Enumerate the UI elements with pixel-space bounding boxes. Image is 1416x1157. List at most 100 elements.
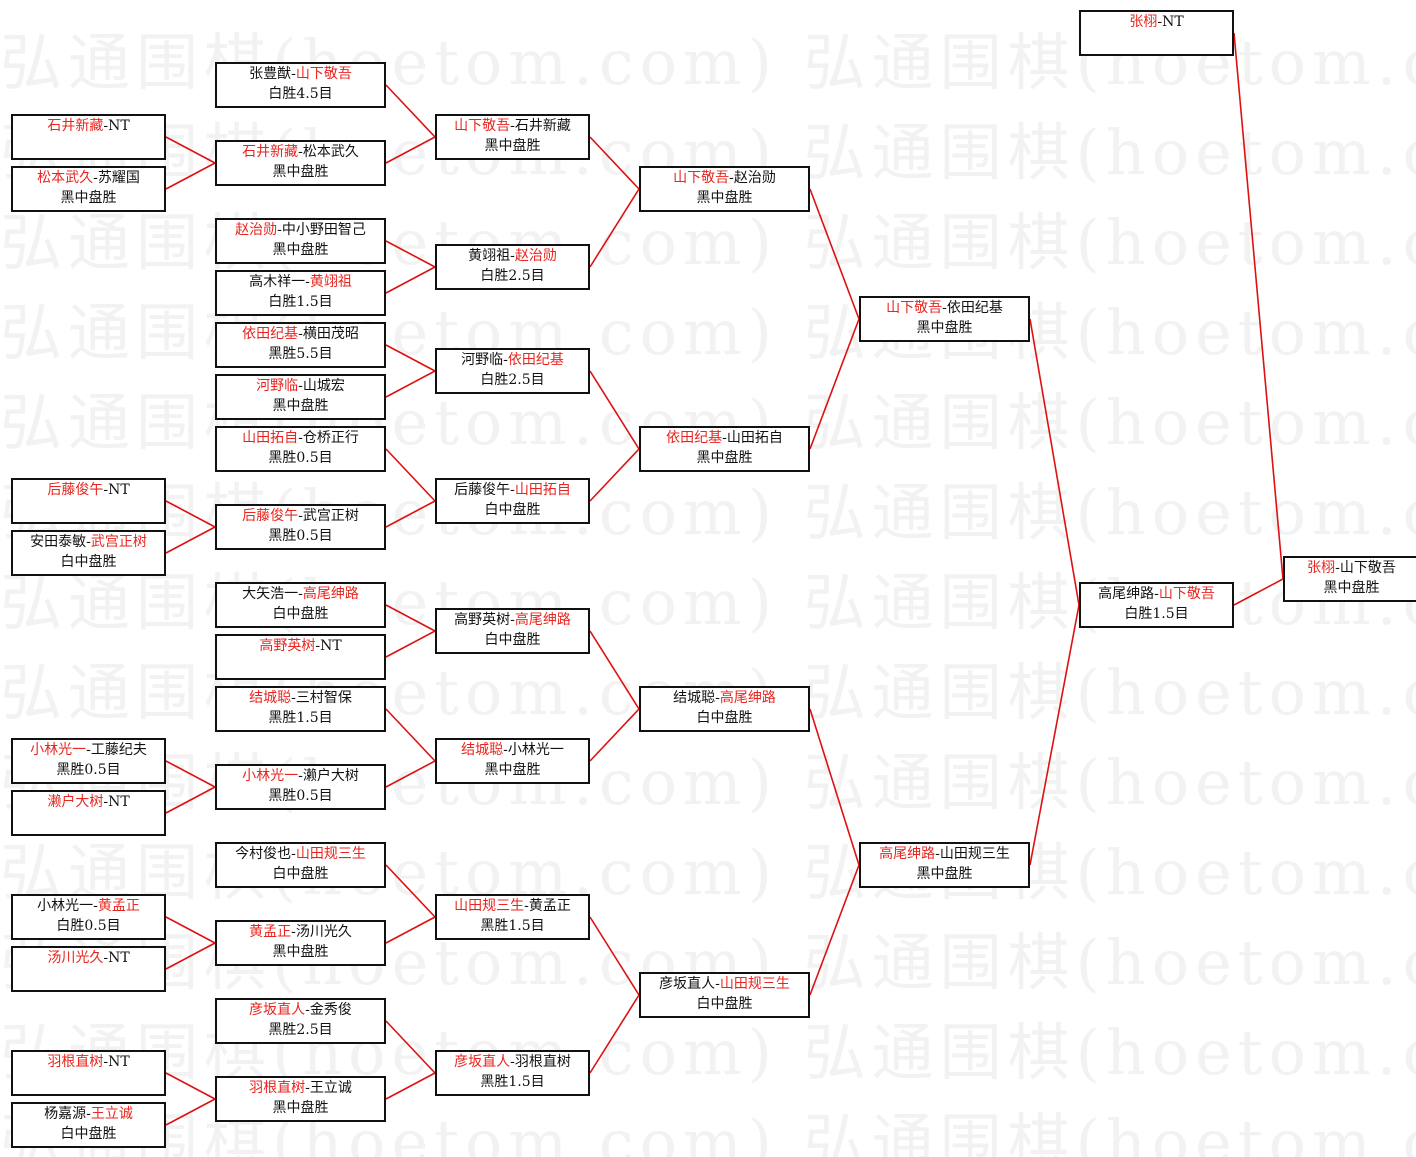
separator: - <box>103 1054 109 1070</box>
player-b: 仓桥正行 <box>302 430 359 446</box>
separator: - <box>715 690 720 706</box>
player-b: 山城宏 <box>302 378 345 394</box>
separator: - <box>1154 586 1159 602</box>
connector-r4a-r5a <box>809 188 860 320</box>
separator: - <box>103 482 109 498</box>
player-b: 小林光一 <box>507 742 564 758</box>
connector-r2n-r3g <box>385 916 436 944</box>
match-box-r2i: 大矢浩一-高尾绅路白中盘胜 <box>215 582 386 628</box>
player-b: 汤川光久 <box>295 924 352 940</box>
match-players: 大矢浩一-高尾绅路 <box>217 584 384 604</box>
separator: - <box>715 976 720 992</box>
player-a: 高尾绅路 <box>1098 586 1155 602</box>
player-a: 高野英树 <box>259 638 316 654</box>
match-result: 黑中盘胜 <box>272 944 329 960</box>
match-box-r2c: 赵治勋-中小野田智己黑中盘胜 <box>215 218 386 264</box>
match-box-r3f: 结城聪-小林光一黑中盘胜 <box>435 738 590 784</box>
player-a: 张栩 <box>1307 560 1336 576</box>
connector-r5a-r6a <box>1029 318 1080 606</box>
player-b: 松本武久 <box>302 144 359 160</box>
connector-r5b-r6a <box>1029 604 1080 866</box>
player-b: 山田规三生 <box>295 846 366 862</box>
match-players: 羽根直树-NT <box>13 1052 164 1072</box>
separator: - <box>277 222 282 238</box>
player-a: 彦坂直人 <box>454 1054 511 1070</box>
separator: - <box>291 66 296 82</box>
separator: - <box>298 326 303 342</box>
match-result: 白中盘胜 <box>696 996 753 1012</box>
player-b: 山田拓自 <box>726 430 783 446</box>
match-result: 黑胜1.5目 <box>268 710 333 726</box>
match-result: 黑中盘胜 <box>696 450 753 466</box>
match-players: 结城聪-小林光一 <box>437 740 588 760</box>
player-b: 武宫正树 <box>302 508 359 524</box>
match-result <box>217 656 384 676</box>
connector-r6b-r7a <box>1233 32 1284 580</box>
match-result: 白中盘胜 <box>484 632 541 648</box>
connector-r2h-r3d <box>385 500 436 528</box>
match-players: 黄孟正-汤川光久 <box>217 922 384 942</box>
match-result: 黑中盘胜 <box>272 398 329 414</box>
player-b: 高尾绅路 <box>302 586 359 602</box>
match-result: 黑中盘胜 <box>916 866 973 882</box>
match-players: 今村俊也-山田规三生 <box>217 844 384 864</box>
player-a: 石井新藏 <box>242 144 299 160</box>
player-a: 山田拓自 <box>242 430 299 446</box>
connector-r4b-r5a <box>809 318 860 450</box>
player-a: 结城聪 <box>461 742 504 758</box>
separator: - <box>305 1080 310 1096</box>
match-players: 黄翊祖-赵治勋 <box>437 246 588 266</box>
player-b: 黄翊祖 <box>309 274 352 290</box>
match-players: 杨嘉源-王立诚 <box>13 1104 164 1124</box>
connector-r2e-r3c <box>385 344 436 372</box>
match-box-r6a: 高尾绅路-山下敬吾白胜1.5目 <box>1079 582 1234 628</box>
match-result: 黑胜5.5目 <box>268 346 333 362</box>
player-a: 张豊猷 <box>249 66 292 82</box>
match-box-r3g: 山田规三生-黄孟正黑胜1.5目 <box>435 894 590 940</box>
player-b: 横田茂昭 <box>302 326 359 342</box>
match-box-r4a: 山下敬吾-赵治勋黑中盘胜 <box>639 166 810 212</box>
separator: - <box>298 768 303 784</box>
player-a: 依田纪基 <box>666 430 723 446</box>
player-b: 石井新藏 <box>514 118 571 134</box>
connector-r2g-r3d <box>385 448 436 502</box>
connector-r2j-r3e <box>385 630 436 658</box>
player-a: 后藤俊午 <box>47 482 104 498</box>
match-result: 黑胜2.5目 <box>268 1022 333 1038</box>
separator: - <box>86 742 91 758</box>
match-result: 黑胜1.5目 <box>480 1074 545 1090</box>
player-a: 杨嘉源 <box>44 1106 87 1122</box>
separator: - <box>510 248 515 264</box>
match-players: 高木祥一-黄翊祖 <box>217 272 384 292</box>
match-players: 汤川光久-NT <box>13 948 164 968</box>
connector-r2c-r3b <box>385 240 436 268</box>
player-b: 中小野田智己 <box>281 222 366 238</box>
match-result: 黑胜0.5目 <box>56 762 121 778</box>
separator: - <box>291 846 296 862</box>
match-box-r2o: 彦坂直人-金秀俊黑胜2.5目 <box>215 998 386 1044</box>
match-box-r2d: 高木祥一-黄翊祖白胜1.5目 <box>215 270 386 316</box>
player-a: 小林光一 <box>242 768 299 784</box>
player-b: 赵治勋 <box>733 170 776 186</box>
connector-r1h-r2n <box>165 942 216 970</box>
match-result: 黑中盘胜 <box>272 242 329 258</box>
match-box-r4d: 彦坂直人-山田规三生白中盘胜 <box>639 972 810 1018</box>
match-players: 彦坂直人-山田规三生 <box>641 974 808 994</box>
match-box-r4b: 依田纪基-山田拓自黑中盘胜 <box>639 426 810 472</box>
player-b: 黄孟正 <box>97 898 140 914</box>
connector-r1i-r2p <box>165 1072 216 1100</box>
separator: - <box>942 300 947 316</box>
player-b: 濑户大树 <box>302 768 359 784</box>
connector-r2d-r3b <box>385 266 436 294</box>
player-a: 黄孟正 <box>249 924 292 940</box>
separator: - <box>86 534 91 550</box>
match-box-r2n: 黄孟正-汤川光久黑中盘胜 <box>215 920 386 966</box>
connector-r3f-r4c <box>589 708 640 762</box>
separator: - <box>298 378 303 394</box>
separator: - <box>510 482 515 498</box>
player-a: 安田泰敏 <box>30 534 87 550</box>
match-box-r2k: 结城聪-三村智保黑胜1.5目 <box>215 686 386 732</box>
match-box-r6b: 张栩-NT <box>1079 10 1234 56</box>
player-a: 山下敬吾 <box>886 300 943 316</box>
